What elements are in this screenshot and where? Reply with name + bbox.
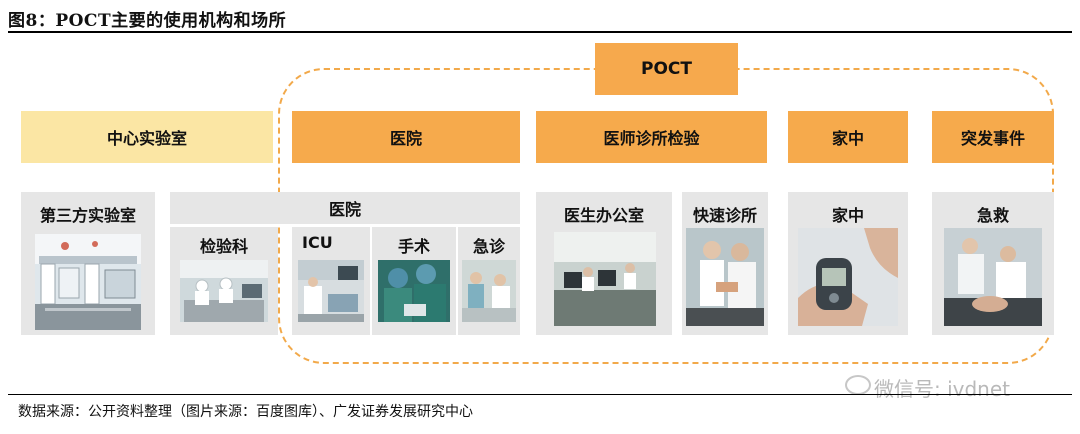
panel-label: 医生办公室: [563, 206, 644, 225]
category-hospital: 医院: [292, 111, 520, 163]
quick-clinic-photo: [686, 228, 764, 326]
sub-label: ICU: [302, 233, 333, 252]
panel-icu: ICU: [292, 227, 370, 335]
bottom-rule: [8, 394, 1072, 395]
glucose-meter-photo: [798, 228, 898, 326]
top-rule: [8, 31, 1072, 33]
panel-quick-clinic: 快速诊所: [682, 192, 768, 335]
sub-label: 检验科: [199, 237, 248, 256]
category-emergency: 突发事件: [932, 111, 1054, 163]
panel-home: 家中: [788, 192, 908, 335]
poct-label-box: POCT: [595, 43, 738, 95]
sub-label: 急诊: [472, 237, 505, 256]
panel-surgery: 手术: [372, 227, 456, 335]
panel-doctor-office: 医生办公室: [536, 192, 672, 335]
sub-label: 手术: [397, 237, 430, 256]
category-physician-office: 医师诊所检验: [536, 111, 767, 163]
first-aid-photo: [944, 228, 1042, 326]
watermark: 微信号: ivdnet: [874, 377, 1011, 401]
figure-title: 图8：POCT主要的使用机构和场所: [8, 11, 287, 31]
lab-department-photo: [180, 260, 268, 322]
surgery-photo: [378, 260, 450, 322]
panel-label: 第三方实验室: [39, 206, 136, 225]
category-home: 家中: [788, 111, 908, 163]
panel-third-party-lab: 第三方实验室: [21, 192, 155, 335]
lab-photo: [35, 234, 141, 330]
panel-label: 家中: [831, 206, 864, 225]
panel-label: 快速诊所: [692, 206, 757, 225]
panel-first-aid: 急救: [932, 192, 1054, 335]
emergency-room-photo: [462, 260, 516, 322]
panel-lab-department: 检验科: [170, 227, 278, 335]
source-note: 数据来源：公开资料整理（图片来源：百度图库）、广发证券发展研究中心: [18, 404, 473, 420]
panel-emergency-room: 急诊: [458, 227, 520, 335]
wechat-icon: [845, 375, 871, 395]
panel-hospital-header: 医院: [170, 192, 520, 224]
icu-photo: [298, 260, 364, 322]
category-central-lab: 中心实验室: [21, 111, 273, 163]
panel-label: 急救: [976, 206, 1009, 225]
doctor-office-photo: [554, 232, 656, 326]
